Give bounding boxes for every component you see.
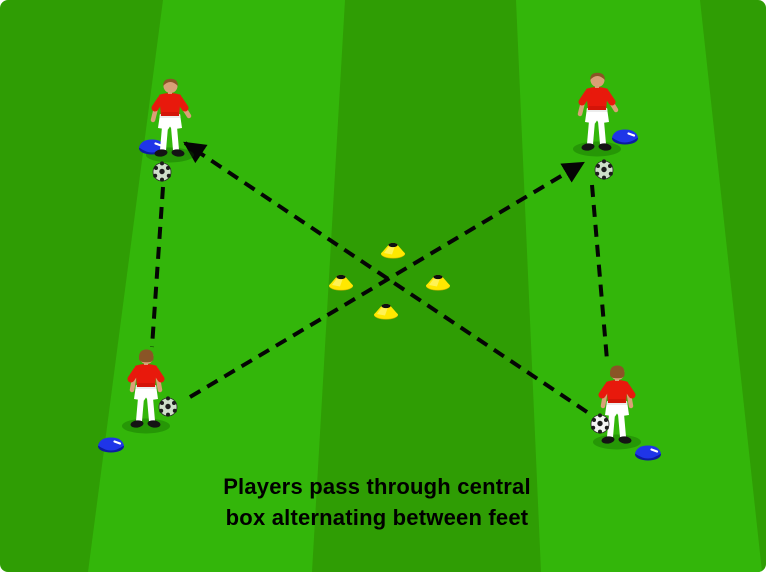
field-stripe-2 [516,0,762,572]
cone-bottom-right [633,444,663,462]
cone-bottom-left [96,436,126,454]
cone-top-right [610,128,640,146]
pass-bottomright-to-topleft [183,141,589,414]
line-topright-to-bottomright [590,184,609,361]
player-bottom-right-shadow [593,434,641,450]
line-topleft-to-bottomleft [150,186,165,348]
caption-line-2: box alternating between feet [225,505,529,530]
player-top-right-shadow [573,141,621,157]
caption: Players pass through central box alterna… [6,471,748,533]
caption-line-1: Players pass through central [223,474,531,499]
player-bottom-left-shadow [122,418,170,434]
